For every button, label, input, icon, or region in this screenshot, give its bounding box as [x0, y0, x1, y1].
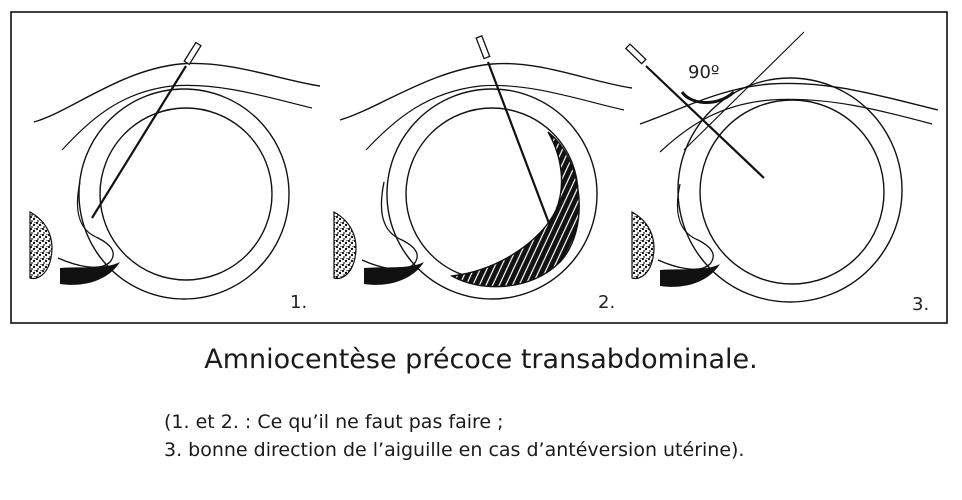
peritoneum-line [659, 98, 933, 153]
panel-3: 90º 3. [624, 31, 939, 315]
abdominal-wall [33, 62, 321, 123]
pubic-bone [333, 210, 357, 280]
pubic-bone [631, 210, 655, 280]
amniocentesis-illustration: 1. 2. 90º 3. [10, 11, 948, 324]
needle [486, 61, 552, 227]
peritoneum-line [365, 84, 625, 151]
figure-notes: (1. et 2. : Ce qu’il ne faut pas faire ;… [164, 408, 744, 464]
peritoneum-line [61, 84, 313, 151]
figure-frame [10, 11, 948, 324]
note-line-1: (1. et 2. : Ce qu’il ne faut pas faire ; [164, 411, 504, 433]
needle-hub [624, 43, 647, 65]
bladder-fold [57, 181, 114, 268]
uterus-outer [386, 88, 598, 300]
placenta [449, 131, 580, 288]
panel-number: 2. [598, 292, 615, 313]
tangent-line [683, 31, 805, 151]
figure-title: Amniocentèse précoce transabdominale. [204, 344, 758, 375]
needle [645, 65, 765, 179]
amniotic-sac [699, 99, 885, 285]
needle-hub [475, 35, 491, 60]
angle-label: 90º [688, 62, 719, 83]
vaginal-canal [60, 262, 120, 285]
abdominal-wall [339, 62, 633, 121]
uterus-outer [78, 88, 290, 300]
uterus-outer [677, 77, 903, 303]
pubic-bone [29, 210, 53, 280]
needle-hub [183, 41, 202, 66]
vaginal-canal [660, 264, 720, 287]
panel-2: 2. [333, 35, 633, 313]
panel-number: 3. [912, 294, 929, 315]
bladder-fold [361, 181, 418, 270]
needle [91, 65, 187, 219]
panel-number: 1. [290, 292, 307, 313]
note-line-2: 3. bonne direction de l’aiguille en cas … [164, 439, 745, 461]
vaginal-canal [364, 262, 424, 285]
bladder-fold [657, 183, 714, 270]
abdominal-wall [639, 82, 939, 125]
amniotic-sac [99, 107, 273, 281]
right-angle-arc [680, 90, 735, 105]
panel-1: 1. [29, 41, 321, 313]
